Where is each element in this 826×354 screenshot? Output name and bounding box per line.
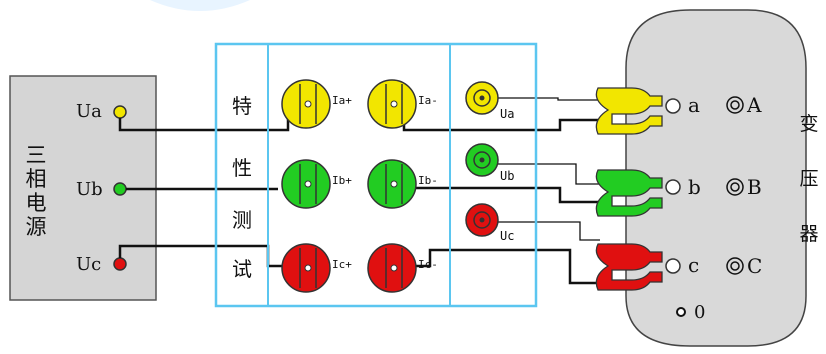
terminal-C-label: C xyxy=(747,254,762,278)
label-uc-socket: Uc xyxy=(500,229,514,243)
terminal-0-label: 0 xyxy=(694,302,705,323)
terminal-A-symbol xyxy=(726,96,744,114)
source-terminal-uc xyxy=(113,257,127,271)
terminal-b-label: b xyxy=(688,175,701,199)
label-ua-socket: Ua xyxy=(500,107,514,121)
source-label-ua: Ua xyxy=(76,101,102,122)
label-ub-socket: Ub xyxy=(500,169,514,183)
terminal-a-label: a xyxy=(688,93,700,117)
terminal-C-symbol xyxy=(726,257,744,275)
source-title-4: 源 xyxy=(26,215,47,239)
label-ia-plus: Ia+ xyxy=(332,94,352,107)
clamp-c xyxy=(595,243,681,291)
tester-title-1: 特 xyxy=(232,94,252,118)
wire-uc-sense xyxy=(496,221,600,241)
transformer-title-2: 压 xyxy=(799,168,818,190)
label-ib-plus: Ib+ xyxy=(332,174,352,187)
wire-ic-minus-to-c xyxy=(410,248,600,285)
wires xyxy=(118,108,600,285)
source-label-uc: Uc xyxy=(76,254,101,275)
wire-ib-minus-to-b xyxy=(410,186,600,204)
source-title-2: 相 xyxy=(26,167,47,191)
terminal-c-label: c xyxy=(688,253,699,277)
terminal-B-label: B xyxy=(747,175,762,199)
voltage-socket-uc xyxy=(465,203,499,237)
tester-title-3: 测 xyxy=(232,208,252,232)
clamp-b xyxy=(595,169,681,217)
label-ib-minus: Ib- xyxy=(418,174,438,187)
tester-box xyxy=(214,42,538,308)
terminal-B-symbol xyxy=(726,178,744,196)
label-ia-minus: Ia- xyxy=(418,94,438,107)
top-decoration xyxy=(150,0,250,11)
wire-ua-sense xyxy=(496,97,600,101)
clamp-a xyxy=(595,87,681,135)
transformer-title-1: 变 xyxy=(799,113,818,135)
voltage-socket-ub xyxy=(465,143,499,177)
source-terminal-ub xyxy=(113,182,127,196)
current-post-ic-plus xyxy=(281,243,331,293)
voltage-socket-ua xyxy=(465,81,499,115)
current-post-ic-minus xyxy=(367,243,417,293)
label-ic-plus: Ic+ xyxy=(332,258,352,271)
current-post-ib-plus xyxy=(281,159,331,209)
source-terminal-ua xyxy=(113,105,127,119)
label-ic-minus: Ic- xyxy=(418,258,438,271)
current-post-ia-minus xyxy=(367,79,417,129)
current-post-ia-plus xyxy=(281,79,331,129)
source-title-3: 电 xyxy=(26,191,47,215)
transformer-title-3: 器 xyxy=(799,223,818,245)
source-label-ub: Ub xyxy=(76,179,103,200)
tester-title-2: 性 xyxy=(232,156,252,180)
current-post-ib-minus xyxy=(367,159,417,209)
tester-title-4: 试 xyxy=(232,257,252,281)
terminal-0-dot xyxy=(676,307,686,317)
source-title-1: 三 xyxy=(26,143,47,167)
terminal-A-label: A xyxy=(746,93,762,117)
